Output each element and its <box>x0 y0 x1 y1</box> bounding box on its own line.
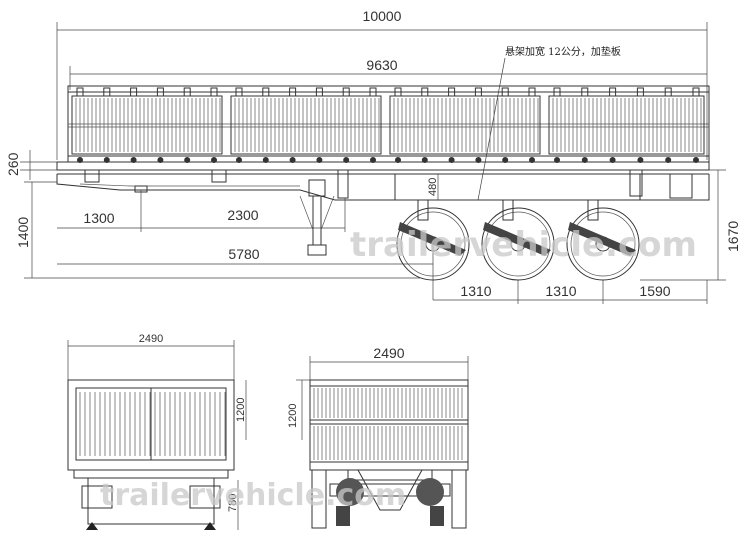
bottom-watermark: trailervehicle.com <box>100 478 406 513</box>
rear-sidewall-height-label: 1200 <box>287 404 299 428</box>
suspension-note-text: 悬架加宽 12公分，加垫板 <box>505 45 621 58</box>
fender-height-dimension: 480 <box>427 174 439 200</box>
panel-latch <box>581 87 589 97</box>
rear-width-dimension: 2490 <box>309 345 469 380</box>
chassis-frame <box>56 161 710 201</box>
box-length-label: 9630 <box>366 57 397 73</box>
deck-height-label: 1670 <box>725 221 741 252</box>
front-left-light <box>81 485 113 509</box>
overall-length-dimension: 10000 <box>56 8 708 160</box>
rear-view: 2490 1200 <box>287 345 469 529</box>
fender-height-label: 480 <box>427 178 439 196</box>
front-width-dimension: 2490 <box>67 333 235 380</box>
deck-height-dimension: 1670 <box>640 169 741 281</box>
front-sidewall-height-dimension: 1200 <box>235 380 247 440</box>
panel-latch <box>692 87 700 97</box>
panel-latch <box>609 87 617 97</box>
panel-latch <box>183 87 191 97</box>
panel-latch <box>210 87 218 97</box>
panel-latch <box>394 87 402 97</box>
panel-latch <box>262 87 270 97</box>
axle-spacing-dimensions: 1310 1310 1590 <box>433 280 708 304</box>
rear-width-label: 2490 <box>373 345 404 361</box>
panel-latch <box>156 87 164 97</box>
panel-latch <box>553 87 561 97</box>
panel-latch <box>474 87 482 97</box>
panel-latch <box>76 87 84 97</box>
leaf-spring-3 <box>568 222 636 256</box>
gooseneck-length-label: 2300 <box>227 207 258 223</box>
side-watermark: trailervehicle.com <box>350 225 697 265</box>
suspension-note: 悬架加宽 12公分，加垫板 <box>477 45 621 201</box>
bottom-watermark-text: trailervehicle.com <box>100 478 406 513</box>
gooseneck-dimensions: 1300 2300 <box>57 190 346 232</box>
panel-latch <box>289 87 297 97</box>
side-panel-1 <box>71 95 223 155</box>
panel-latch <box>636 87 644 97</box>
panel-latch <box>369 87 377 97</box>
landing-gear <box>299 179 335 256</box>
axle-spacing-2-label: 1310 <box>545 283 576 299</box>
overall-length-label: 10000 <box>363 8 402 24</box>
leaf-spring-1 <box>398 222 466 256</box>
panel-latch <box>130 87 138 97</box>
panel-latch <box>103 87 111 97</box>
panel-latch <box>501 87 509 97</box>
front-bottom-height-dimension: 780 <box>227 480 239 530</box>
front-right-light <box>189 485 221 509</box>
panel-latch <box>421 87 429 97</box>
panel-latch <box>235 87 243 97</box>
side-panel-2 <box>230 95 382 155</box>
coupling-height-dimension: 1400 <box>15 181 420 279</box>
coupling-height-label: 1400 <box>15 217 31 248</box>
landing-gear-position-label: 5780 <box>228 246 259 262</box>
panel-latch <box>448 87 456 97</box>
panel-latch <box>315 87 323 97</box>
rear-sidewall-height-dimension: 1200 <box>287 379 310 440</box>
frame-height-label: 260 <box>5 152 21 176</box>
panel-latch <box>528 87 536 97</box>
front-bottom-height-label: 780 <box>227 494 239 512</box>
side-watermark-text: trailervehicle.com <box>350 225 697 265</box>
axle-spacing-1-label: 1310 <box>460 283 491 299</box>
frame-height-dimension: 260 <box>5 150 57 180</box>
panel-latch <box>342 87 350 97</box>
box-length-dimension: 9630 <box>69 57 707 90</box>
rear-overhang-label: 1590 <box>639 283 670 299</box>
side-panels <box>67 85 710 163</box>
landing-gear-position-dimension: 5780 <box>57 244 434 300</box>
side-panel-4 <box>548 95 705 155</box>
kingpin-offset-label: 1300 <box>83 210 114 226</box>
leaf-spring-2 <box>483 222 551 256</box>
panel-latch <box>664 87 672 97</box>
front-view: 2490 1200 780 <box>67 333 247 530</box>
side-panel-3 <box>389 95 541 155</box>
side-view: 10000 9630 悬架加宽 12公分，加垫板 <box>5 8 741 304</box>
front-sidewall-height-label: 1200 <box>235 398 247 422</box>
front-width-label: 2490 <box>139 333 163 345</box>
